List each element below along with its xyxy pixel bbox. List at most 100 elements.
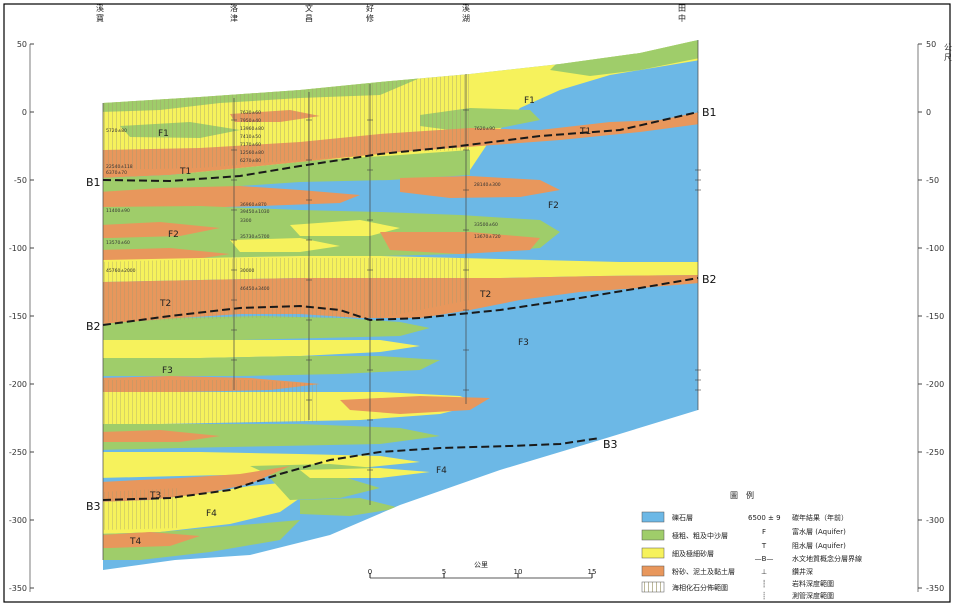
- f3-green-2: [103, 356, 440, 376]
- right-tick-minus350: -350: [926, 584, 944, 593]
- legend-symbol-log-range: ┊: [762, 591, 766, 600]
- station-wenchang-bottom: 昌: [305, 14, 313, 23]
- dating-label: 45760±2000: [106, 268, 136, 274]
- legend-swatch-marine: [641, 581, 665, 593]
- legend-swatch-gravel: [641, 511, 665, 523]
- legend-label-marine: 海相化石分佈範圍: [672, 583, 728, 592]
- boundary-b2-line: [102, 277, 699, 326]
- layer-t3: T3: [149, 491, 161, 501]
- legend-symbol-aquifer-label: 富水層 (Aquifer): [792, 527, 846, 536]
- f2-yellow-lens-1: [290, 220, 400, 236]
- left-tick-minus150: -150: [9, 312, 27, 321]
- legend-swatch-clay: [641, 565, 665, 577]
- right-axis-unit-1: 公: [944, 43, 952, 52]
- right-tick-minus300: -300: [926, 516, 944, 525]
- legend-swatch-sand-fine: [641, 547, 665, 559]
- dating-label: 7620±90: [474, 126, 495, 132]
- f1-green-east: [550, 40, 698, 76]
- scale-tick-5: 5: [442, 568, 446, 576]
- dating-label: 6370±70: [106, 170, 127, 176]
- dating-label: 5720±80: [106, 128, 127, 134]
- right-tick-minus250: -250: [926, 448, 944, 457]
- dating-label: 7410±50: [240, 134, 261, 140]
- left-tick-minus350: -350: [9, 584, 27, 593]
- dating-label: 36960±870: [240, 202, 267, 208]
- legend-symbol-dating: 6500 ± 9: [748, 514, 781, 522]
- marine-zone-upper: [103, 74, 470, 170]
- f3-green-1: [103, 316, 430, 340]
- dating-label: 7170±60: [240, 142, 261, 148]
- station-xihu-bottom: 湖: [462, 14, 470, 23]
- legend-symbol-aquifer: F: [762, 528, 766, 536]
- f4-green-4: [103, 520, 300, 560]
- legend-symbol-core-range-label: 岩料深度範圍: [792, 579, 834, 588]
- layer-f1-east: F1: [524, 96, 535, 106]
- scale-bar-title: 公里: [474, 561, 488, 569]
- f2-clay-east-1: [400, 176, 560, 198]
- station-haoxiu-top: 好: [366, 3, 374, 13]
- legend-symbol-aquitard-label: 阻水層 (Aquifer): [792, 541, 846, 550]
- boundary-b1-line: [102, 111, 699, 183]
- dating-label: 33500±60: [474, 222, 498, 228]
- borehole-ticks: [231, 109, 701, 471]
- station-labels: 溪 寶 洛 津 文 昌 好 修 溪 湖 田 中: [96, 3, 686, 23]
- right-tick-minus200: -200: [926, 380, 944, 389]
- dating-label: 13960±80: [240, 126, 264, 132]
- legend-swatch-sand-coarse: [641, 529, 665, 541]
- f2-clay-upper: [103, 186, 360, 208]
- right-tick-50: 50: [926, 40, 936, 49]
- dating-label: 30000: [240, 268, 254, 274]
- scale-bar: 公里 0 5 10 15: [368, 561, 597, 579]
- f3-clay-3: [103, 430, 220, 442]
- left-tick-minus200: -200: [9, 380, 27, 389]
- f4-green-2: [270, 476, 380, 500]
- legend-symbol-aquitard: T: [761, 542, 767, 550]
- right-tick-minus100: -100: [926, 244, 944, 253]
- dating-label: 46450±3400: [240, 286, 270, 292]
- f4-green-3: [300, 498, 400, 516]
- station-xibao-top: 溪: [96, 3, 104, 13]
- left-tick-minus100: -100: [9, 244, 27, 253]
- layer-f1-west: F1: [158, 129, 169, 139]
- layer-f2-west: F2: [168, 230, 179, 240]
- boundary-labels: B1 B1 B2 B2 B3 B3: [86, 106, 717, 513]
- legend-symbol-dating-label: 碳年結果（年前）: [792, 513, 848, 522]
- legend-symbol-log-range-label: 測管深度範圍: [792, 591, 834, 600]
- left-tick-0: 0: [22, 108, 27, 117]
- station-xibao-bottom: 寶: [96, 13, 104, 23]
- dating-label: 22540±118: [106, 164, 133, 170]
- legend-symbol-well-depth: ⊥: [761, 568, 767, 576]
- legend-symbol-boundary-label: 水文地質概念分層界線: [792, 554, 862, 563]
- b2-label-left: B2: [86, 320, 101, 333]
- dating-label: 7630±60: [240, 110, 261, 116]
- b2-label-right: B2: [702, 273, 717, 286]
- left-depth-axis: 50 0 -50 -100 -150 -200 -250 -300 -350: [9, 40, 34, 593]
- borehole-lines: [102, 40, 699, 560]
- left-tick-minus250: -250: [9, 448, 27, 457]
- scale-tick-0: 0: [368, 568, 372, 576]
- legend-label-clay: 粉砂、泥土及黏土層: [672, 567, 735, 576]
- right-tick-0: 0: [926, 108, 931, 117]
- layer-t4: T4: [129, 537, 141, 547]
- b1-label-left: B1: [86, 176, 101, 189]
- legend-symbol-core-range: ┆: [762, 579, 766, 588]
- dating-label: 7950±40: [240, 118, 261, 124]
- scale-tick-15: 15: [588, 568, 597, 576]
- t4-clay: [103, 532, 200, 548]
- right-tick-minus150: -150: [926, 312, 944, 321]
- layer-f4-west: F4: [206, 509, 217, 519]
- section-body: [103, 40, 698, 570]
- f2-green-upper: [103, 150, 470, 192]
- layer-t1-west: T1: [179, 167, 191, 177]
- dating-label: 39450±1030: [240, 209, 270, 215]
- station-haoxiu-bottom: 修: [366, 13, 374, 23]
- legend-title: 圖 例: [730, 490, 754, 500]
- left-tick-minus50: -50: [14, 176, 27, 185]
- layer-t1-east: T1: [579, 127, 591, 137]
- b3-label-left: B3: [86, 500, 101, 513]
- boundary-b3-line: [102, 437, 601, 501]
- left-tick-50: 50: [17, 40, 27, 49]
- f2-yellow-lens-2: [230, 238, 340, 252]
- layer-t2-west: T2: [159, 299, 171, 309]
